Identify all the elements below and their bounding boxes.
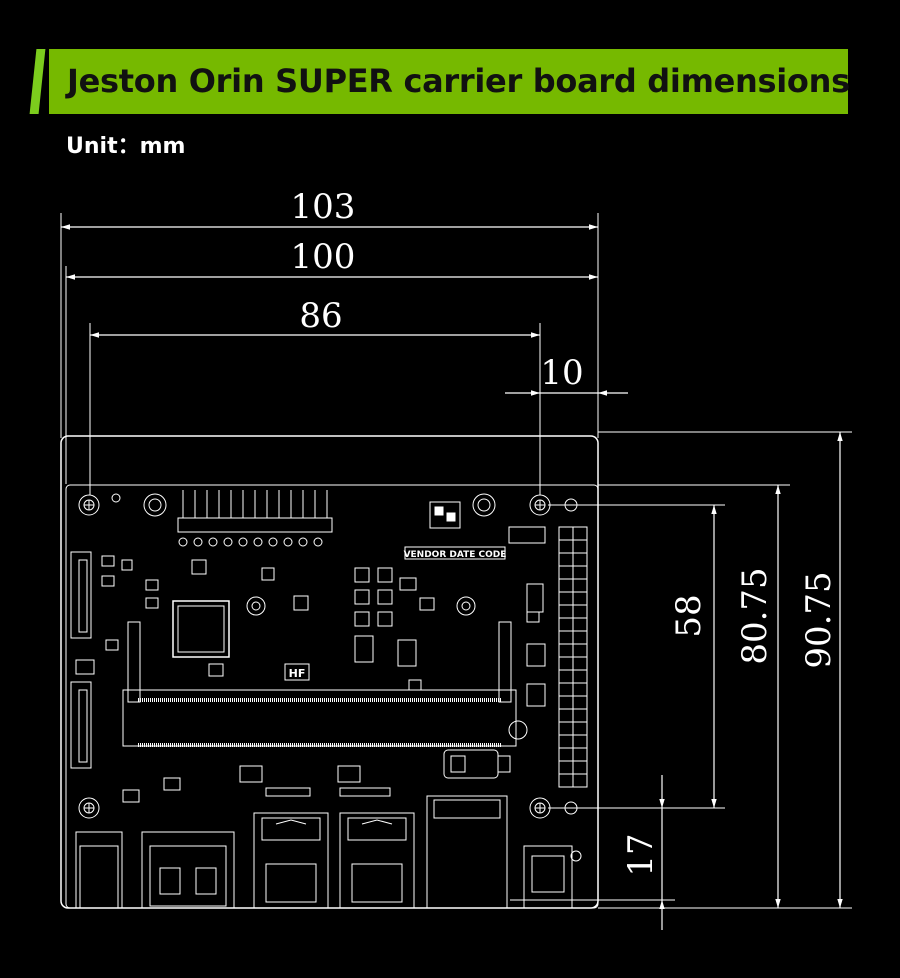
ethernet-port bbox=[426, 795, 508, 909]
fan-connector bbox=[508, 526, 546, 544]
usb-c-port bbox=[523, 845, 573, 909]
usb-port-stack-2 bbox=[339, 812, 415, 909]
qr-code bbox=[429, 501, 461, 529]
gpio-header bbox=[558, 526, 588, 788]
hf-mark-label: HF bbox=[289, 667, 306, 680]
dim-value-103: 103 bbox=[291, 187, 356, 227]
dim-value-80-75: 80.75 bbox=[735, 567, 775, 664]
dim-value-86: 86 bbox=[299, 296, 342, 336]
mounting-hole-bottom-right bbox=[529, 797, 551, 819]
hf-mark-box bbox=[284, 663, 310, 681]
bottom-connectors bbox=[75, 795, 582, 909]
component-cluster-center bbox=[208, 567, 435, 691]
csi-connector-bottom bbox=[70, 681, 92, 769]
processor-chip bbox=[172, 600, 230, 658]
board-pcb-outline bbox=[65, 484, 599, 909]
vertical-dimensions bbox=[659, 432, 843, 930]
mounting-holes bbox=[78, 494, 551, 819]
extension-lines bbox=[60, 213, 852, 909]
board bbox=[60, 435, 599, 909]
dim-value-17: 17 bbox=[621, 833, 661, 876]
banner-background bbox=[49, 49, 848, 114]
component-cluster-left bbox=[75, 555, 207, 803]
mounting-hole-top-right bbox=[529, 494, 551, 516]
vendor-date-code-label: VENDOR DATE CODE bbox=[404, 550, 507, 560]
dim-value-90-75: 90.75 bbox=[799, 571, 839, 668]
unit-label: Unit：mm bbox=[66, 134, 186, 159]
dim-value-10: 10 bbox=[540, 353, 583, 393]
vendor-date-code-box bbox=[404, 546, 506, 560]
dim-value-58: 58 bbox=[669, 594, 709, 637]
module-slot bbox=[122, 621, 517, 747]
dim-value-100: 100 bbox=[291, 237, 356, 277]
mounting-hole-top-left bbox=[78, 494, 100, 516]
title-banner: Jeston Orin SUPER carrier board dimensio… bbox=[29, 49, 850, 114]
horizontal-dimensions bbox=[61, 224, 628, 396]
standoff-right bbox=[472, 493, 496, 517]
page-title: Jeston Orin SUPER carrier board dimensio… bbox=[67, 62, 850, 100]
usb-a-port bbox=[141, 831, 235, 909]
csi-connector-top bbox=[70, 551, 92, 639]
usb-port-stack-1 bbox=[253, 812, 329, 909]
component-cluster-right bbox=[239, 583, 546, 797]
standoff-left bbox=[143, 493, 167, 517]
mounting-hole-bottom-left bbox=[78, 797, 100, 819]
dc-jack bbox=[75, 831, 123, 909]
top-pin-header bbox=[177, 490, 333, 547]
